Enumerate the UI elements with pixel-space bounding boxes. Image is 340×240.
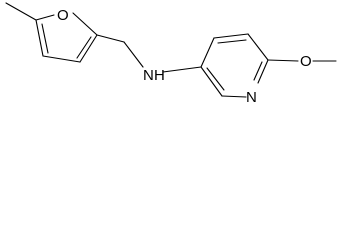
bond-nh-pyridine xyxy=(162,66,202,73)
pyridine-nitrogen-label: N xyxy=(246,89,257,106)
bond-furan-c3-c4 xyxy=(42,55,81,63)
furan-oxygen-label: O xyxy=(57,7,69,24)
bond-pyr-c5-c6 xyxy=(247,33,269,61)
structure-diagram: O N H N O xyxy=(5,2,337,106)
bond-pyr-double-inner-3 xyxy=(206,67,225,91)
molecule-drawing: O N H N O xyxy=(5,2,337,106)
bond-pyr-c6-n xyxy=(257,59,269,84)
bond-pyr-double-inner-2 xyxy=(253,61,263,81)
bond-pyr-c3-c4 xyxy=(200,37,215,68)
bond-pyr-methoxy-o xyxy=(267,59,299,62)
bond-furan-c5-o xyxy=(35,14,55,21)
amine-hydrogen-label: H xyxy=(154,67,165,84)
methoxy-oxygen-label: O xyxy=(300,53,312,70)
bond-pyr-double-inner-1 xyxy=(217,39,247,44)
bond-furan-c2-c3 xyxy=(79,34,98,63)
amine-nitrogen-label: N xyxy=(143,67,154,84)
bond-furan-ch2 xyxy=(96,34,125,43)
bond-methyl-furan xyxy=(5,2,37,21)
bond-furan-double-inner-2 xyxy=(41,23,49,54)
bond-ch2-nh xyxy=(123,41,144,68)
bond-furan-c4-c5 xyxy=(35,19,44,57)
bond-furan-o-c2 xyxy=(72,12,98,36)
bond-furan-double-inner-1 xyxy=(76,36,92,59)
bond-pyr-c4-c5 xyxy=(213,33,249,39)
bond-pyr-n-c2 xyxy=(221,95,247,98)
bond-pyr-c2-c3 xyxy=(200,66,223,97)
